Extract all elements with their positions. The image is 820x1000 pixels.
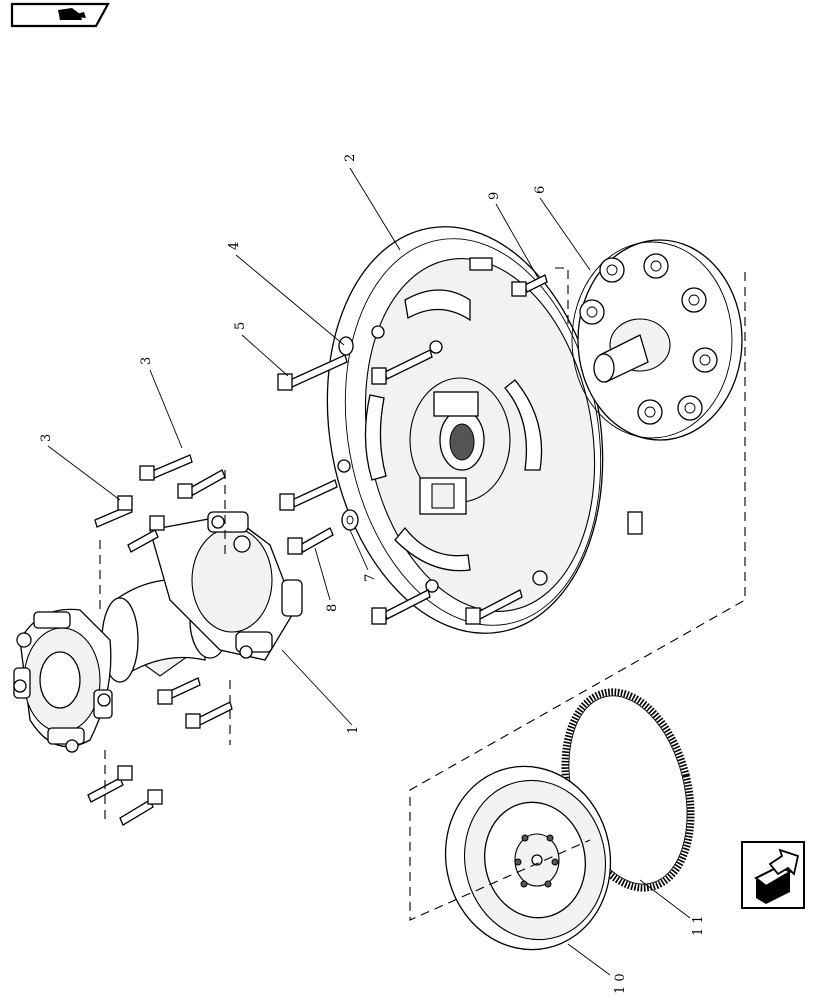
bolt (277, 354, 348, 391)
bolts (87, 274, 548, 826)
callout-5: 5 (233, 322, 248, 330)
callout-3-lower: 3 (39, 434, 54, 442)
callout-1: 1 (346, 726, 361, 734)
washer (341, 509, 359, 531)
bolt (177, 469, 226, 499)
bolt (287, 527, 334, 555)
bolt (119, 789, 163, 826)
callout-7: 7 (363, 574, 378, 582)
bolt (139, 454, 193, 481)
callout-11: 1 1 (691, 915, 706, 936)
bolt (94, 495, 133, 528)
bolt (465, 589, 523, 625)
bolt (279, 479, 338, 511)
callout-2: 2 (343, 154, 358, 162)
book-pointer-icon[interactable] (10, 2, 110, 28)
callout-8: 8 (325, 604, 340, 612)
washer (346, 515, 354, 525)
leader-lines (47, 167, 691, 976)
bolt (185, 701, 233, 729)
bolt (87, 765, 133, 803)
coupling-disc-part-6 (571, 239, 743, 441)
callout-9: 9 (487, 192, 502, 200)
callout-6: 6 (533, 186, 548, 194)
bolt (371, 349, 433, 385)
bolt (127, 515, 165, 553)
flywheel-part-10 (444, 765, 612, 951)
bolt (371, 589, 431, 625)
drive-plate-part-2 (326, 226, 643, 634)
callout-4: 4 (227, 242, 242, 250)
callout-3-upper: 3 (139, 357, 154, 365)
bolt (157, 677, 201, 705)
bolt (511, 274, 548, 297)
callout-10: 1 0 (613, 973, 628, 994)
washer (338, 336, 354, 356)
callouts: 1 2 3 3 4 5 6 7 8 9 1 0 1 1 (39, 154, 706, 994)
assembly-dashed-lines (99, 267, 746, 921)
coupling-assembly-part-1 (13, 511, 303, 753)
next-page-arrow-icon[interactable] (741, 841, 805, 909)
